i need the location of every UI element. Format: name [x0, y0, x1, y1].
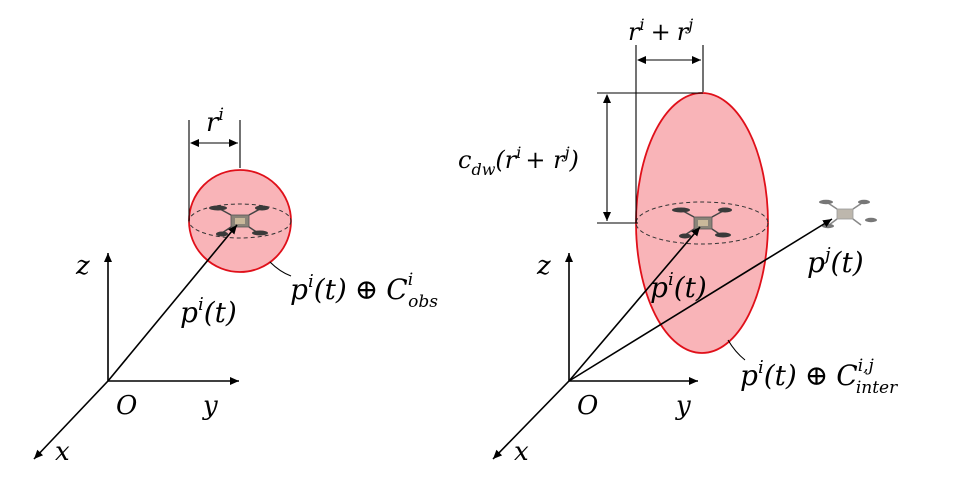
- right-z-label: z: [536, 251, 551, 281]
- right-position-i-p: p: [650, 271, 668, 304]
- right-height-c-sub: dw: [471, 160, 495, 179]
- right-width-s1: i: [639, 15, 644, 34]
- right-position-j-sup: j: [821, 244, 831, 265]
- left-position-vector: [107, 224, 238, 382]
- left-origin-label: O: [116, 391, 137, 421]
- left-radius-label: r: [206, 108, 220, 138]
- svg-text:pi(t): pi(t): [180, 294, 237, 329]
- svg-text:cdw(ri+ rj): cdw(ri+ rj): [458, 143, 579, 179]
- right-ellipsoid-equator: [635, 201, 769, 245]
- svg-text:ri: ri: [206, 105, 224, 138]
- left-position-arg: (t): [204, 296, 237, 329]
- right-position-i-arg: (t): [674, 271, 707, 304]
- right-width-r1: r: [628, 18, 641, 46]
- svg-text:pi(t): pi(t): [650, 269, 707, 304]
- right-height-open: (r: [495, 146, 517, 174]
- right-position-vector-j: [568, 218, 833, 382]
- right-set-arg: (t): [764, 359, 797, 392]
- right-width-s2: j: [685, 15, 693, 34]
- left-set-C-sup: i: [408, 270, 413, 290]
- right-set-op: ⊕: [805, 359, 828, 392]
- right-height-s2: j: [562, 143, 570, 162]
- right-width-r2: r: [677, 18, 690, 46]
- left-z-label: z: [75, 251, 90, 281]
- right-set-p: p: [740, 359, 758, 392]
- right-height-close: ): [569, 146, 579, 174]
- left-set-p: p: [290, 273, 308, 306]
- drone-icon: [672, 207, 732, 239]
- left-x-axis: [33, 380, 109, 460]
- left-y-label: y: [202, 391, 218, 421]
- right-height-c: c: [458, 146, 471, 174]
- drone-icon: [819, 199, 877, 229]
- right-set-C-sub: inter: [856, 378, 898, 398]
- right-width-plus: +: [651, 18, 671, 46]
- svg-text:ri+rj: ri+rj: [628, 15, 693, 46]
- right-position-i-sup: i: [668, 269, 674, 290]
- right-origin-label: O: [577, 391, 598, 421]
- left-position-sup: i: [198, 294, 204, 315]
- right-set-C-sup: i,j: [858, 356, 875, 376]
- left-set-arg: (t): [314, 273, 347, 306]
- left-set-p-sup: i: [308, 271, 314, 292]
- right-height-s1: i: [516, 143, 521, 162]
- drone-icon: [209, 205, 269, 237]
- right-panel: ri+rj cdw(ri+ rj) z y x O pi(t) pj(t) pi…: [458, 15, 898, 467]
- right-position-j-arg: (t): [831, 246, 864, 279]
- right-y-label: y: [675, 391, 691, 421]
- right-set-p-sup: i: [758, 357, 764, 378]
- svg-text:pj(t): pj(t): [807, 244, 864, 279]
- right-x-axis: [492, 380, 570, 460]
- left-position-p: p: [180, 296, 198, 329]
- left-set-leader: [269, 261, 292, 277]
- right-set-C: C: [836, 359, 857, 392]
- left-set-C: C: [386, 273, 407, 306]
- left-x-label: x: [55, 437, 70, 467]
- left-radius-sup: i: [218, 105, 223, 125]
- right-x-label: x: [514, 437, 529, 467]
- right-position-vector-i: [568, 226, 701, 382]
- right-set-leader: [727, 339, 746, 361]
- left-set-op: ⊕: [355, 273, 378, 306]
- left-set-C-sub: obs: [408, 292, 438, 312]
- right-height-plus: + r: [525, 146, 566, 174]
- right-position-j-p: p: [807, 246, 825, 279]
